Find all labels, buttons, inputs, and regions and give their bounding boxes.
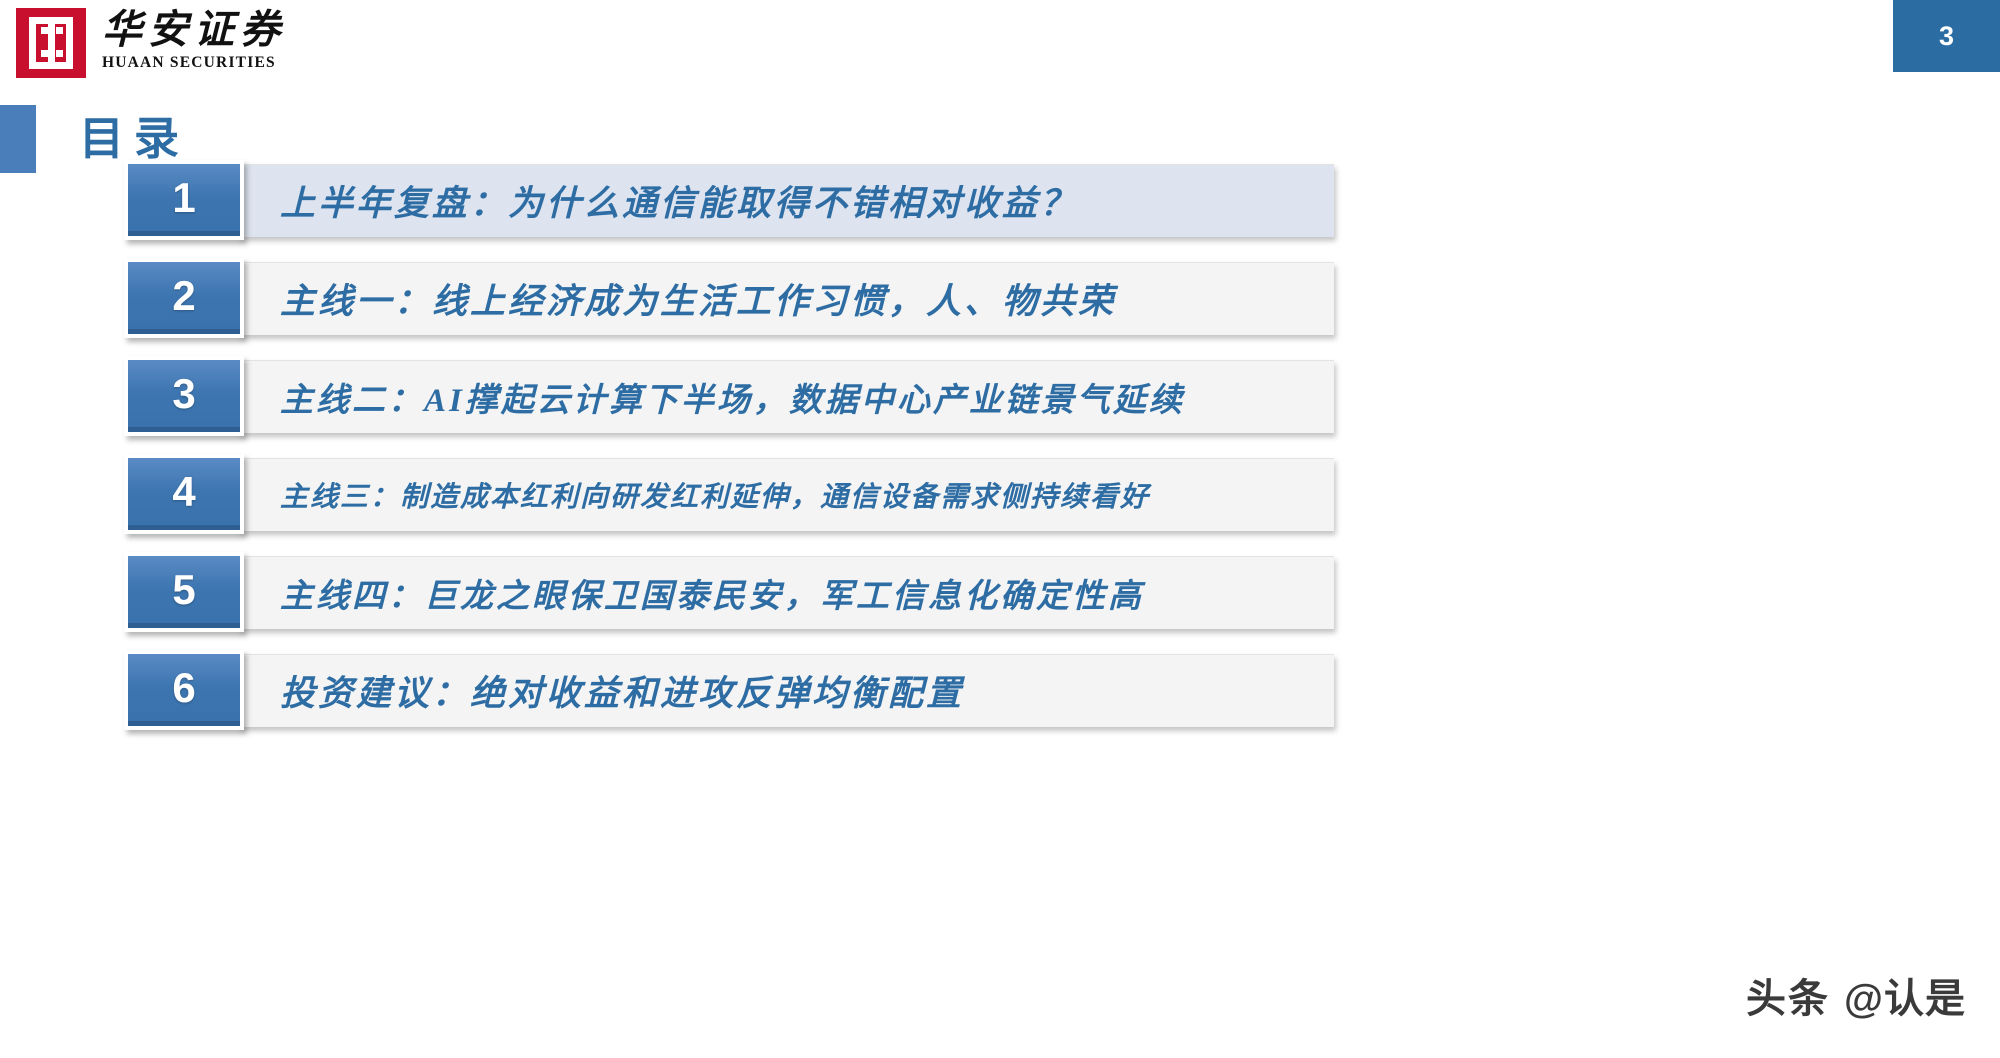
toc-label-2: 主线一：线上经济成为生活工作习惯，人、物共荣 [280,282,1117,321]
toc-number-3: 3 [128,360,240,432]
toc-item-2[interactable]: 2 主线一：线上经济成为生活工作习惯，人、物共荣 [124,258,1334,338]
logo-chinese-name: 华安证券 [102,7,286,52]
page-number-badge: 3 [1893,0,2000,72]
slide-header: 华安证券 HUAAN SECURITIES 3 [0,0,2000,100]
watermark: 头条 @认是 [1746,966,1966,1024]
toc-number-2: 2 [128,262,240,334]
toc-item-1[interactable]: 1 上半年复盘：为什么通信能取得不错相对收益？ [124,160,1334,240]
toc-label-1: 上半年复盘：为什么通信能取得不错相对收益？ [280,184,1079,223]
toc-bar-6[interactable]: 投资建议：绝对收益和进攻反弹均衡配置 [238,653,1334,727]
toc-item-6[interactable]: 6 投资建议：绝对收益和进攻反弹均衡配置 [124,650,1334,730]
company-logo: 华安证券 HUAAN SECURITIES [16,8,286,78]
watermark-handle: @认是 [1843,977,1966,1021]
toc-label-6: 投资建议：绝对收益和进攻反弹均衡配置 [280,674,965,713]
toc-bar-5[interactable]: 主线四：巨龙之眼保卫国泰民安，军工信息化确定性高 [238,555,1334,629]
toc-item-3[interactable]: 3 主线二：AI撑起云计算下半场，数据中心产业链景气延续 [124,356,1334,436]
toc-number-6: 6 [128,654,240,726]
watermark-logo-text: 头条 [1745,977,1830,1021]
toc-number-badge-1: 1 [124,160,244,240]
title-accent-bar [0,105,36,173]
toc-label-4: 主线三：制造成本红利向研发红利延伸，通信设备需求侧持续看好 [280,481,1151,513]
toc-bar-4[interactable]: 主线三：制造成本红利向研发红利延伸，通信设备需求侧持续看好 [238,457,1334,531]
toc-bar-1[interactable]: 上半年复盘：为什么通信能取得不错相对收益？ [238,163,1334,237]
toc-number-5: 5 [128,556,240,628]
toc-item-4[interactable]: 4 主线三：制造成本红利向研发红利延伸，通信设备需求侧持续看好 [124,454,1334,534]
toc-item-5[interactable]: 5 主线四：巨龙之眼保卫国泰民安，军工信息化确定性高 [124,552,1334,632]
toc-number-badge-6: 6 [124,650,244,730]
toc-bar-3[interactable]: 主线二：AI撑起云计算下半场，数据中心产业链景气延续 [238,359,1334,433]
toc-number-badge-2: 2 [124,258,244,338]
page-title-group: 目录 [0,105,189,173]
toc-number-badge-4: 4 [124,454,244,534]
toc-number-4: 4 [128,458,240,530]
logo-english-name: HUAAN SECURITIES [102,54,276,71]
toc-label-5: 主线四：巨龙之眼保卫国泰民安，军工信息化确定性高 [280,578,1144,615]
table-of-contents: 1 上半年复盘：为什么通信能取得不错相对收益？ 2 主线一：线上经济成为生活工作… [124,160,1334,748]
huaan-seal-icon [16,8,86,78]
toc-label-3: 主线二：AI撑起云计算下半场，数据中心产业链景气延续 [280,382,1185,419]
toc-bar-2[interactable]: 主线一：线上经济成为生活工作习惯，人、物共荣 [238,261,1334,335]
toc-number-badge-5: 5 [124,552,244,632]
page-title: 目录 [79,113,190,164]
toc-number-1: 1 [128,164,240,236]
toc-number-badge-3: 3 [124,356,244,436]
